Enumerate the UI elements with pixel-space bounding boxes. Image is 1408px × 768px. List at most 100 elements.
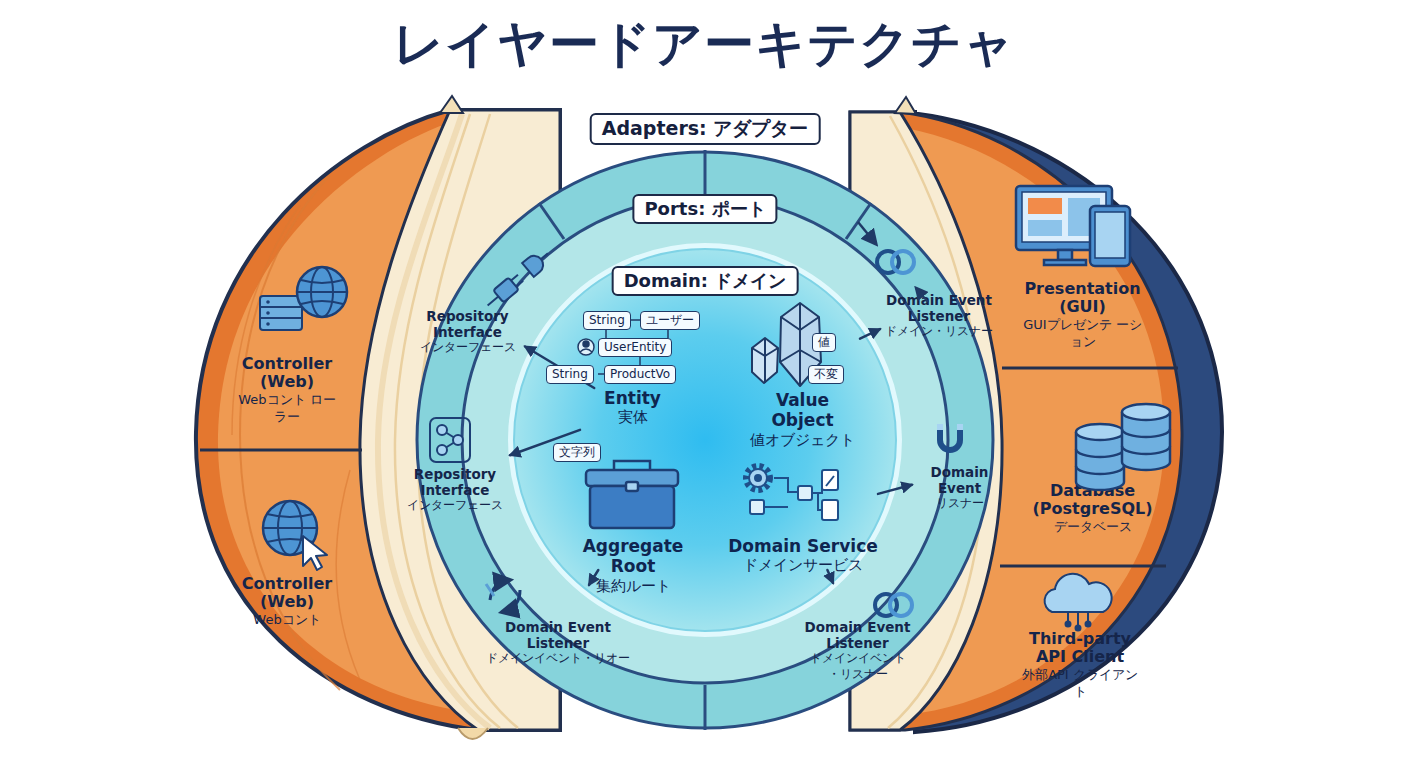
item-title: Repository Interface [400, 466, 510, 498]
gear-flow-icon [822, 500, 838, 520]
globe-cursor-icon [267, 514, 313, 542]
monitor-tablet-icon [1068, 198, 1100, 236]
item-title: Presentation (GUI) [1020, 280, 1145, 317]
entity-chip-links [580, 349, 592, 352]
chip-text: ユーザー [646, 312, 694, 329]
dependency-arrow [827, 570, 833, 583]
port-item: Repository Interfaceインターフェース [410, 262, 525, 362]
item-title: Domain Service [728, 536, 878, 556]
gear-flow-icon [746, 466, 770, 490]
item-subtitle: インターフェース [410, 340, 525, 356]
plug-icon [482, 246, 553, 311]
monitor-tablet-icon [1028, 220, 1062, 236]
database-icon [1076, 432, 1124, 490]
item-subtitle: ドメインサービス [728, 556, 878, 576]
magnet-icon [940, 424, 960, 450]
globe-cursor-icon [263, 527, 317, 529]
link-rings-icon [875, 594, 897, 616]
left-onion-half [458, 728, 488, 739]
item-title: Domain Event [912, 464, 1007, 496]
entity-chip-links [639, 356, 641, 365]
item-title: Domain Event Listener [498, 619, 618, 651]
monitor-tablet-icon [1044, 260, 1086, 265]
type-chip: String [546, 365, 594, 384]
plug-icon [511, 275, 518, 281]
ring-dividers [704, 685, 707, 730]
type-chip: ユーザー [640, 311, 700, 330]
diagram-title: レイヤードアーキテクチャ [0, 14, 1408, 74]
link-rings-icon [858, 222, 928, 616]
right-onion-half [895, 97, 916, 114]
share-icon [430, 418, 470, 462]
crystal-icon [752, 338, 778, 383]
domain-item: Entity実体 [580, 388, 685, 434]
plug-icon [522, 246, 553, 277]
server-globe-icon [260, 317, 302, 319]
chip-text: 不変 [814, 366, 838, 383]
gear-flow-icon [750, 500, 764, 514]
item-title: Aggregate Root [558, 536, 708, 577]
magnet-icon [940, 424, 960, 450]
entity-chip-links [605, 329, 607, 338]
cloud-icon [1068, 612, 1088, 626]
ring-dividers [539, 203, 564, 239]
text-stack: Domain Eventリスナー [912, 464, 1007, 512]
share-icon [442, 440, 458, 450]
entity-chip-links [578, 320, 668, 374]
port-item: Domain Eventリスナー [912, 418, 1007, 526]
share-icon [453, 435, 463, 445]
item-subtitle: 実体 [580, 408, 685, 428]
gear-flow-icon [812, 493, 822, 510]
text-stack: Domain Event Listenerドメイン・リスナー [880, 292, 998, 340]
item-subtitle: データベース [1023, 519, 1163, 536]
gear-flow-icon [812, 480, 822, 493]
item-subtitle: ドメインイベント・リオー [478, 651, 638, 667]
recycle-icon [502, 590, 520, 612]
gear-flow-icon [764, 506, 788, 508]
link-rings-icon [916, 288, 928, 302]
text-stack: Domain Event Listenerドメインイベント ・リスナー [795, 619, 920, 683]
share-icon [442, 430, 458, 440]
text-stack: Domain Serviceドメインサービス [728, 536, 878, 576]
layer-label: Domain: ドメイン [612, 266, 799, 296]
item-title: Value Object [745, 390, 860, 431]
server-globe-icon [260, 296, 302, 330]
item-subtitle: ドメインイベント ・リスナー [803, 651, 913, 682]
crystal-icon [752, 338, 778, 383]
monitor-tablet-icon [1016, 186, 1130, 266]
server-globe-icon [260, 267, 347, 330]
text-stack: Aggregate Root集約ルート [558, 536, 708, 596]
right-onion-half [1000, 565, 1166, 568]
server-globe-icon [297, 291, 347, 293]
text-stack: Repository Interfaceインターフェース [410, 308, 525, 356]
onion-band: Presentation (GUI)GUIプレゼンテ ーション [1000, 180, 1165, 368]
dependency-arrow [878, 485, 912, 494]
gear-flow-icon [774, 478, 798, 492]
domain-item: Domain Serviceドメインサービス [728, 458, 878, 570]
share-icon [430, 418, 470, 462]
globe-cursor-icon [263, 501, 317, 555]
magnet-icon [957, 424, 963, 430]
left-onion-half [200, 449, 362, 452]
ring-dividers [846, 203, 871, 239]
text-stack: Controller (Web)Webコント ローラー [212, 355, 362, 426]
domain-glow [511, 246, 899, 634]
globe-cursor-icon [303, 536, 327, 570]
item-subtitle: 値オブジェクト [745, 431, 860, 451]
text-stack: Third-party API Client外部API クライアント [995, 630, 1165, 701]
onion-band: Controller (Web)Webコント [212, 455, 362, 700]
monitor-tablet-icon [1016, 186, 1112, 250]
server-globe-icon [266, 322, 270, 326]
entity-chip-links [598, 373, 604, 375]
item-subtitle: 集約ルート [558, 577, 708, 597]
dependency-arrow [589, 570, 598, 585]
domain-item: Aggregate Root集約ルート [558, 458, 708, 570]
cloud-icon [1045, 574, 1112, 612]
dependency-arrow [510, 430, 580, 455]
toolbox-icon [614, 461, 650, 470]
database-icon [1122, 429, 1170, 454]
item-title: Entity [580, 388, 685, 408]
gear-flow-icon [746, 466, 838, 520]
chip-text: ProductVo [610, 366, 670, 383]
recycle-icon [486, 580, 520, 612]
